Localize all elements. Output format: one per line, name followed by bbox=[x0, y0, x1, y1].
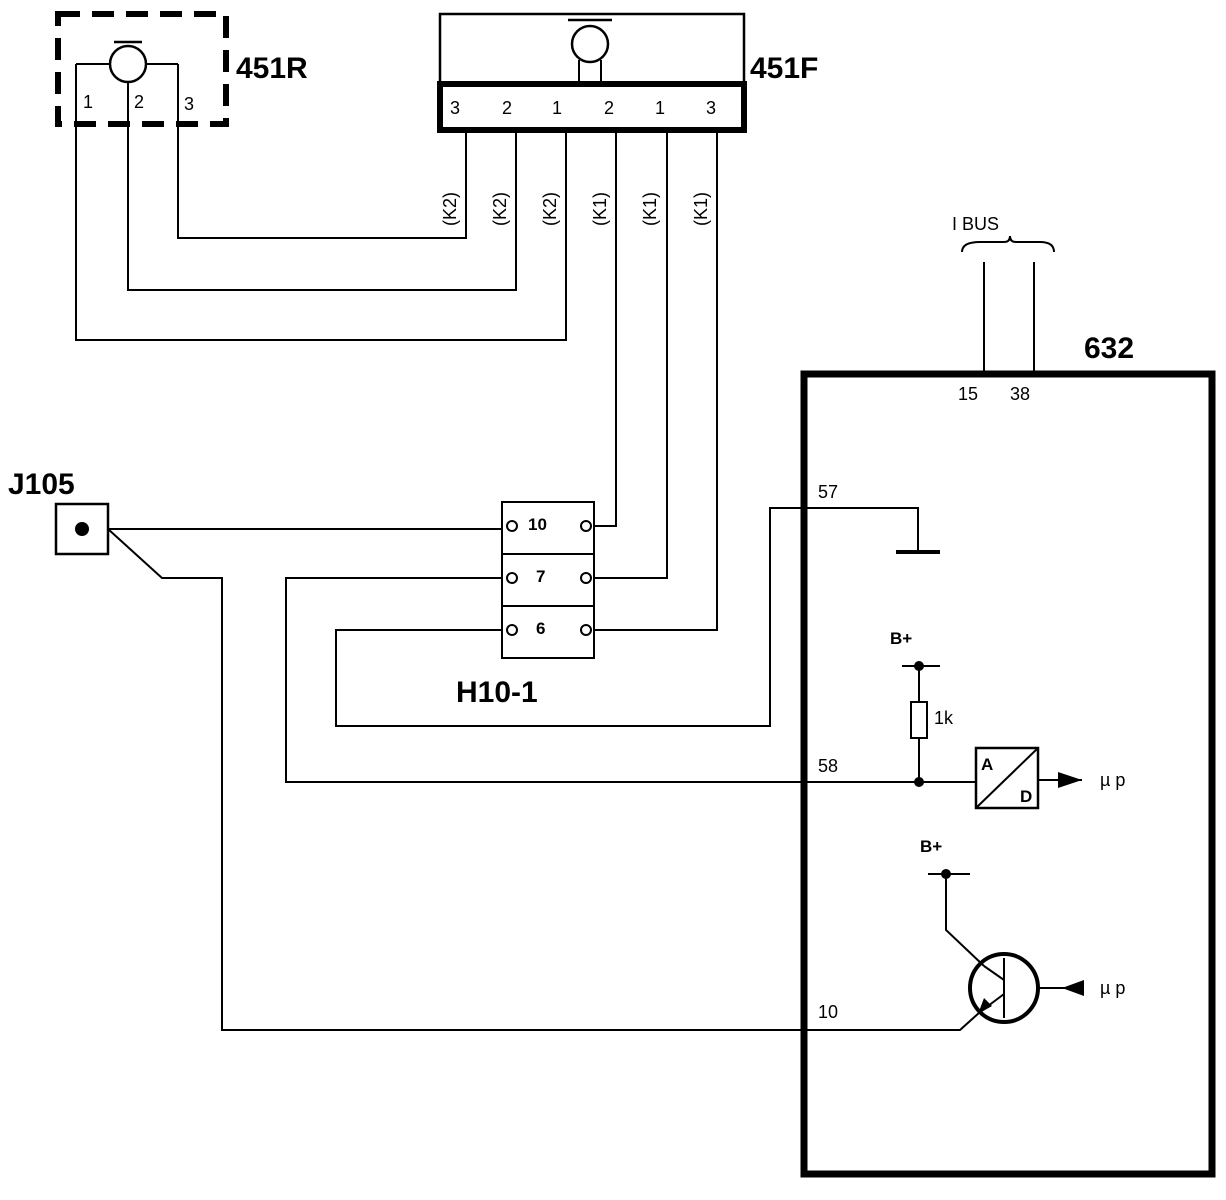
module-id: 632 bbox=[1084, 332, 1134, 365]
sensor-451r-pin: 3 bbox=[184, 94, 194, 114]
connector-pin: 6 bbox=[536, 619, 545, 638]
wire bbox=[107, 528, 981, 1031]
module-632: 632 I BUS 15 38 57 58 10 B+ 1k A D µ p B… bbox=[800, 214, 1216, 1178]
connector-id: H10-1 bbox=[456, 676, 538, 709]
module-pin: 57 bbox=[818, 482, 838, 502]
sensor-451f-element bbox=[570, 24, 610, 64]
wire bbox=[335, 507, 919, 727]
jack-id: J105 bbox=[8, 468, 75, 501]
wire bbox=[285, 577, 976, 783]
sensor-451f-pin: 1 bbox=[552, 98, 562, 118]
wire-label: (K2) bbox=[440, 192, 460, 226]
connector-h10-1-body bbox=[501, 501, 595, 659]
sensor-451f-id: 451F bbox=[750, 52, 818, 85]
wire bbox=[594, 130, 617, 527]
microprocessor-label: µ p bbox=[1100, 978, 1125, 998]
sensor-451f-pin: 2 bbox=[604, 98, 614, 118]
module-pin: 10 bbox=[818, 1002, 838, 1022]
arrow-left-icon bbox=[1062, 980, 1084, 996]
sensor-451f-housing bbox=[438, 12, 746, 132]
bus-label: I BUS bbox=[952, 214, 999, 234]
module-632-housing bbox=[800, 370, 1216, 1178]
wire-label: (K1) bbox=[691, 192, 711, 226]
module-pin: 38 bbox=[1010, 384, 1030, 404]
sensor-451r-id: 451R bbox=[236, 52, 308, 85]
sensor-451r: 1 2 3 451R bbox=[55, 11, 308, 127]
wire-label: (K1) bbox=[590, 192, 610, 226]
adc-in-label: A bbox=[981, 755, 993, 774]
sensor-451f-pin: 2 bbox=[502, 98, 512, 118]
wire-label: (K2) bbox=[540, 192, 560, 226]
wire-labels: (K2) (K2) (K2) (K1) (K1) (K1) bbox=[440, 192, 711, 226]
sensor-451f: 3 2 1 2 1 3 451F bbox=[437, 12, 818, 133]
wires-to-module bbox=[107, 507, 981, 1031]
sensor-451f-pin: 1 bbox=[655, 98, 665, 118]
wire bbox=[594, 130, 668, 579]
resistor-1k bbox=[910, 701, 928, 739]
module-pin: 15 bbox=[958, 384, 978, 404]
sensor-451r-housing bbox=[55, 11, 229, 127]
sensor-451f-pin: 3 bbox=[450, 98, 460, 118]
ad-converter bbox=[974, 746, 1040, 810]
microprocessor-label: µ p bbox=[1100, 770, 1125, 790]
connector-h10-1: 10 7 6 H10-1 bbox=[456, 501, 595, 709]
wire bbox=[594, 130, 718, 631]
adc-out-label: D bbox=[1020, 787, 1032, 806]
wire-label: (K2) bbox=[490, 192, 510, 226]
wires-451f-h10 bbox=[594, 130, 718, 631]
sensor-451r-pin: 1 bbox=[83, 92, 93, 112]
sensor-451r-element bbox=[108, 44, 148, 84]
emitter-arrow-icon bbox=[978, 998, 992, 1014]
sensor-451r-pin: 2 bbox=[134, 92, 144, 112]
module-pin: 58 bbox=[818, 756, 838, 776]
bus-brace bbox=[961, 235, 1055, 253]
wire bbox=[75, 64, 567, 341]
sensor-451f-pin-strip bbox=[437, 81, 747, 133]
wires-451r-451f bbox=[75, 64, 567, 341]
connector-pin: 7 bbox=[536, 567, 545, 586]
resistor-label: 1k bbox=[934, 708, 954, 728]
wire bbox=[177, 64, 467, 239]
wire-label: (K1) bbox=[640, 192, 660, 226]
wire bbox=[127, 82, 517, 291]
sensor-451f-pin: 3 bbox=[706, 98, 716, 118]
jack-j105: J105 bbox=[8, 468, 110, 556]
bplus-label: B+ bbox=[890, 629, 912, 648]
connector-pin: 10 bbox=[528, 515, 547, 534]
bplus-label: B+ bbox=[920, 837, 942, 856]
